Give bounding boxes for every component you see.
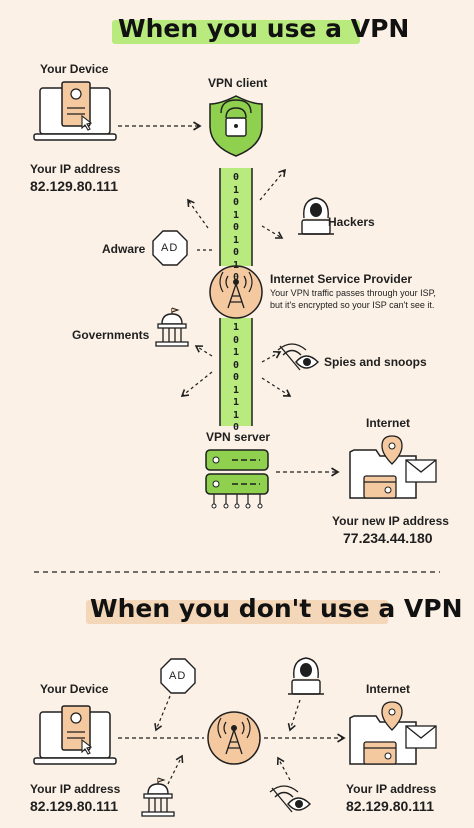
label-adware: Adware [102, 242, 146, 256]
label-your-ip-2: Your IP address [30, 782, 121, 796]
adware-icon-2 [160, 658, 196, 694]
adware-icon [152, 230, 188, 266]
vpn-shield-icon [209, 95, 263, 157]
label-vpn-client: VPN client [208, 76, 268, 90]
laptop-icon [33, 81, 117, 141]
vpn-server-icon [205, 449, 269, 509]
adware-ad-text: AD [161, 242, 179, 254]
government-building-icon-2 [141, 777, 175, 817]
spy-eye-icon-2 [269, 785, 311, 813]
title-highlight-novpn [86, 600, 388, 624]
binary-stream-bottom: 101001110 [232, 322, 240, 433]
title-with-vpn: When you use a VPN [118, 14, 410, 43]
isp-description-1: Your VPN traffic passes through your ISP… [270, 288, 436, 298]
value-new-ip: 77.234.44.180 [343, 530, 433, 546]
label-hackers: Hackers [328, 215, 375, 229]
label-vpn-server: VPN server [206, 430, 271, 444]
title-without-vpn: When you don't use a VPN [90, 594, 463, 623]
isp-description-2: but it's encrypted so your ISP can't see… [270, 300, 435, 310]
title-highlight-vpn [112, 20, 360, 44]
label-new-ip: Your new IP address [332, 514, 449, 528]
internet-folder-icon [349, 435, 437, 499]
isp-antenna-icon [209, 265, 263, 319]
hacker-icon-2 [288, 657, 324, 695]
label-isp: Internet Service Provider [270, 272, 413, 286]
label-internet: Internet [366, 416, 411, 430]
label-your-device-2: Your Device [40, 682, 109, 696]
adware-ad-text-2: AD [169, 670, 187, 682]
isp-antenna-icon-2 [207, 711, 261, 765]
binary-stream-top: 010101010 [232, 172, 240, 283]
internet-folder-icon-2 [349, 701, 437, 765]
value-your-ip: 82.129.80.111 [30, 178, 118, 194]
label-governments: Governments [72, 328, 150, 342]
spy-eye-icon [277, 343, 319, 371]
label-internet-ip: Your IP address [346, 782, 437, 796]
value-your-ip-2: 82.129.80.111 [30, 798, 118, 814]
label-your-ip: Your IP address [30, 162, 121, 176]
label-spies: Spies and snoops [324, 355, 427, 369]
laptop-icon-2 [33, 705, 117, 765]
value-internet-ip: 82.129.80.111 [346, 798, 434, 814]
vpn-tunnel [219, 168, 253, 426]
label-your-device: Your Device [40, 62, 109, 76]
label-internet-2: Internet [366, 682, 411, 696]
government-building-icon [155, 307, 189, 347]
hacker-icon [298, 197, 334, 235]
